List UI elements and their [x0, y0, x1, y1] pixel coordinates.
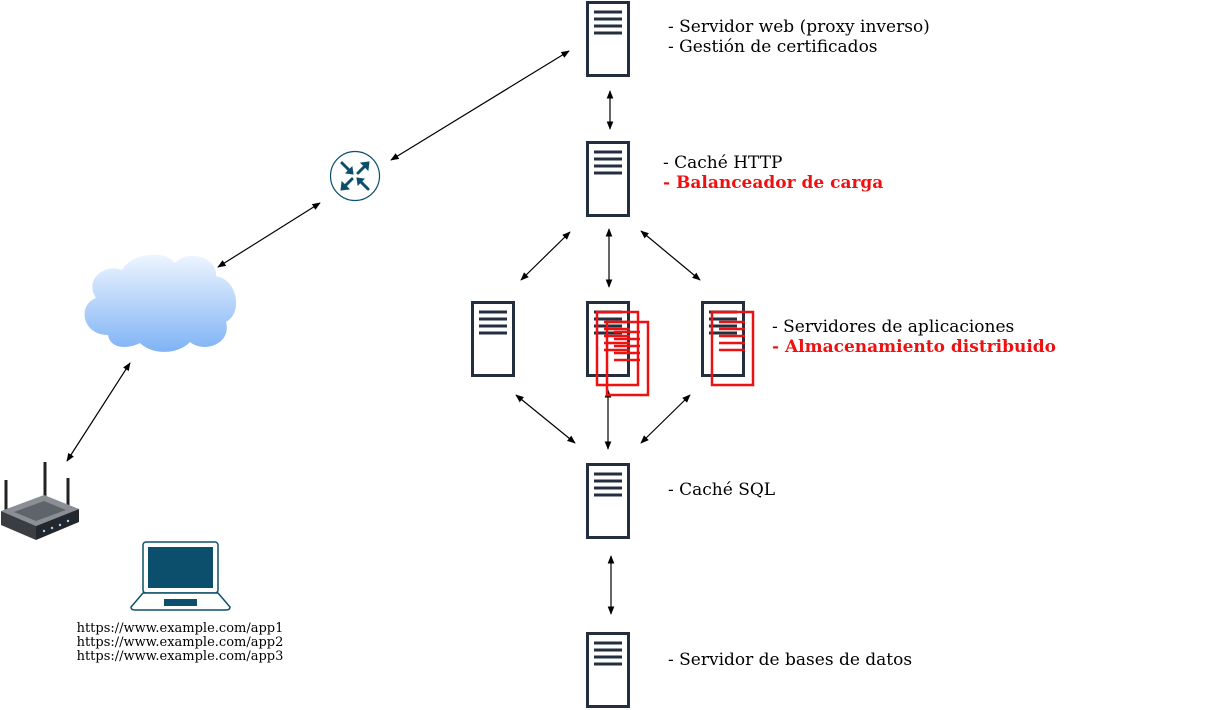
client-url-3: https://www.example.com/app3 — [77, 649, 284, 664]
server-icon — [586, 141, 630, 217]
connector-router-webserver — [390, 50, 570, 161]
server-icon — [586, 463, 630, 539]
server-icon — [586, 1, 630, 77]
connector-httpcache-app1 — [520, 231, 571, 281]
sql-cache-label: - Caché SQL — [668, 480, 775, 500]
server-icon — [701, 301, 745, 377]
connector-app3-sqlcache — [640, 394, 691, 444]
app-servers-label: - Servidores de aplicaciones - Almacenam… — [772, 317, 1056, 357]
load-balancer-label: - Balanceador de carga — [663, 173, 883, 193]
server-icon — [471, 301, 515, 377]
client-url-1: https://www.example.com/app1 — [77, 621, 284, 636]
client-urls: https://www.example.com/app1 https://www… — [77, 621, 284, 664]
server-icon — [586, 632, 630, 708]
wifi-router-icon — [1, 462, 79, 540]
cloud-icon — [84, 254, 237, 352]
web-server-label-line-1: - Servidor web (proxy inverso) — [668, 17, 930, 37]
web-server-label: - Servidor web (proxy inverso) - Gestión… — [668, 17, 930, 57]
router-icon — [329, 150, 381, 202]
distributed-storage-label: - Almacenamiento distribuido — [772, 337, 1056, 357]
connector-wifi-cloud — [66, 362, 131, 462]
connector-httpcache-app3 — [640, 230, 701, 281]
database-server-label: - Servidor de bases de datos — [668, 650, 912, 670]
connectors — [66, 50, 701, 615]
connector-cloud-router — [217, 202, 321, 268]
laptop-icon — [130, 541, 231, 611]
connector-app1-sqlcache — [515, 394, 576, 444]
web-server-label-line-2: - Gestión de certificados — [668, 37, 878, 57]
client-url-2: https://www.example.com/app2 — [77, 635, 284, 650]
http-cache-label: - Caché HTTP - Balanceador de carga — [663, 153, 883, 193]
http-cache-label-line-1: - Caché HTTP — [663, 153, 782, 173]
app-servers-label-line-1: - Servidores de aplicaciones — [772, 317, 1014, 337]
